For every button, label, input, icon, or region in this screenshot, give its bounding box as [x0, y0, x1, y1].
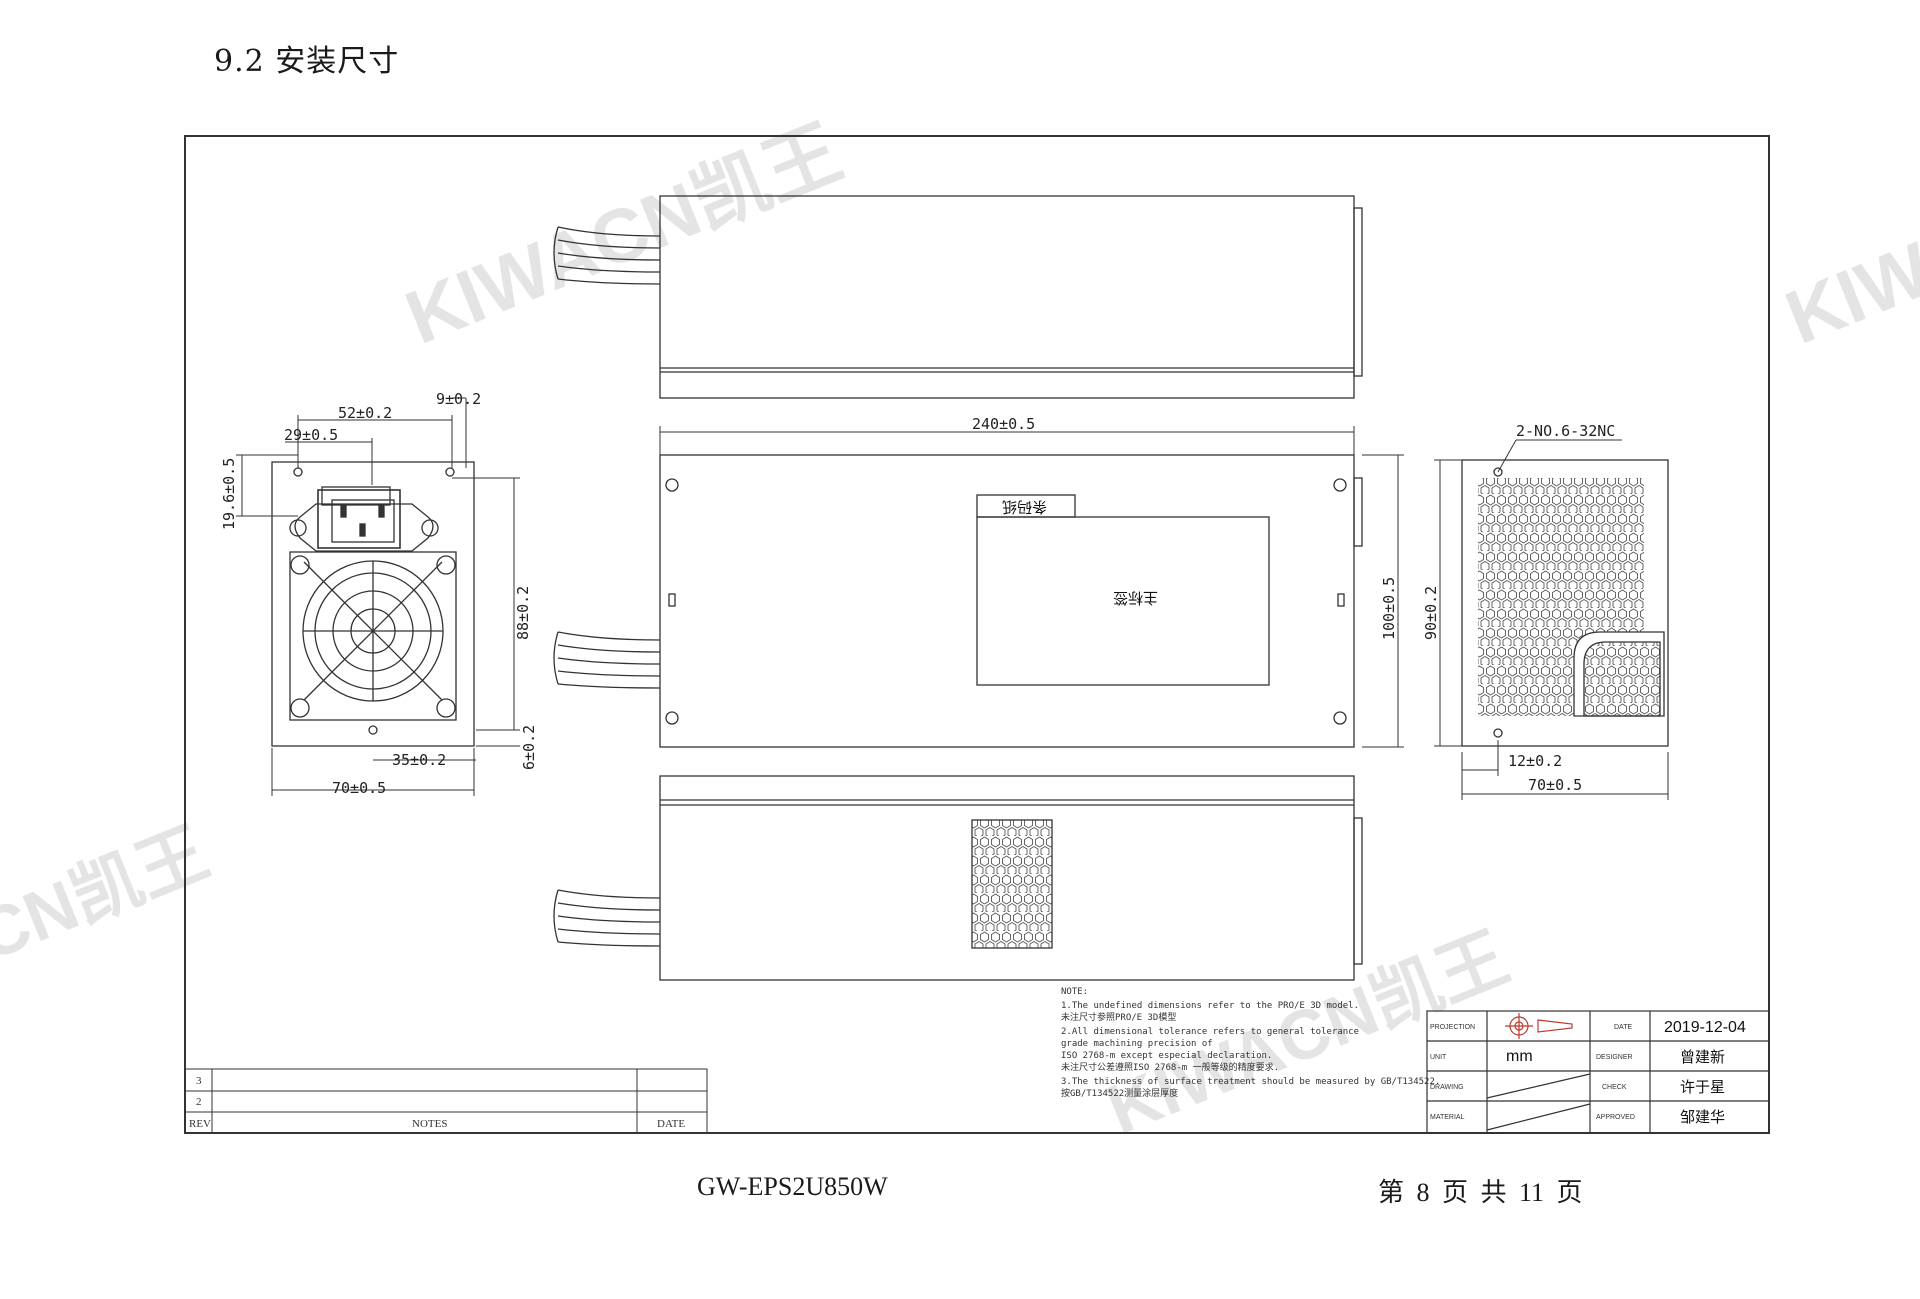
date-label: DATE — [1614, 1024, 1632, 1031]
side-dimensions — [659, 426, 1404, 748]
barcode-label: 条码纸 — [1002, 498, 1047, 516]
drawing-frame — [184, 135, 1770, 1134]
note-line: ISO 2768-m except especial declaration. — [1061, 1051, 1272, 1061]
dim-100: 100±0.5 — [1380, 577, 1398, 640]
dim-70-front: 70±0.5 — [332, 779, 386, 797]
section-heading: 9.2 安装尺寸 — [214, 44, 400, 79]
svg-text:KIWACN凯王: KIWACN凯王 — [1775, 110, 1920, 361]
main-label: 主标签 — [1113, 589, 1158, 607]
dim-screw: 2-NO.6-32NC — [1516, 422, 1615, 440]
rev-row-3: 3 — [196, 1075, 202, 1087]
front-dimensions — [236, 397, 520, 796]
footer-model: GW-EPS2U850W — [697, 1172, 888, 1201]
note-line: 未注尺寸公差遵照ISO 2768-m 一般等级的精度要求. — [1061, 1061, 1279, 1073]
drawing-label: DRAWING — [1430, 1084, 1464, 1091]
rear-dimensions — [1434, 439, 1669, 800]
dim-88: 88±0.2 — [514, 586, 532, 640]
title-block — [1426, 1010, 1770, 1134]
dim-52: 52±0.2 — [338, 404, 392, 422]
dim-9: 9±0.2 — [436, 390, 481, 408]
dim-70-rear: 70±0.5 — [1528, 776, 1582, 794]
projection-label: PROJECTION — [1430, 1024, 1475, 1031]
rear-view — [1461, 459, 1669, 747]
dim-35: 35±0.2 — [392, 751, 446, 769]
unit-value: mm — [1506, 1048, 1533, 1065]
dim-90: 90±0.2 — [1422, 586, 1440, 640]
front-view — [271, 461, 475, 747]
check-value: 许于星 — [1680, 1078, 1725, 1096]
notes-block: NOTE: 1.The undefined dimensions refer t… — [1061, 987, 1440, 1099]
rev-row-2: 2 — [196, 1096, 202, 1108]
dim-240: 240±0.5 — [972, 415, 1035, 433]
note-line: 未注尺寸参照PRO/E 3D模型 — [1061, 1011, 1176, 1023]
note-line: 1.The undefined dimensions refer to the … — [1061, 1001, 1359, 1011]
footer-page-number: 第 8 页 共 11 页 — [1378, 1178, 1583, 1207]
check-label: CHECK — [1602, 1084, 1627, 1091]
material-label: MATERIAL — [1430, 1114, 1465, 1121]
note-line: 3.The thickness of surface treatment sho… — [1061, 1077, 1440, 1087]
bottom-view — [553, 775, 1363, 981]
note-line: grade machining precision of — [1061, 1039, 1213, 1049]
dim-12: 12±0.2 — [1508, 752, 1562, 770]
designer-value: 曾建新 — [1680, 1048, 1725, 1066]
note-line: 2.All dimensional tolerance refers to ge… — [1061, 1027, 1359, 1037]
date-value: 2019-12-04 — [1664, 1019, 1746, 1036]
rev-header: REV — [189, 1118, 211, 1130]
note-line: NOTE: — [1061, 987, 1088, 997]
note-line: 按GB/T134522测量涂层厚度 — [1061, 1087, 1178, 1099]
unit-label: UNIT — [1430, 1054, 1447, 1061]
dim-29: 29±0.5 — [284, 426, 338, 444]
revision-table — [184, 1068, 708, 1134]
dim-6: 6±0.2 — [520, 725, 538, 770]
side-view — [553, 454, 1363, 748]
approved-label: APPROVED — [1596, 1114, 1635, 1121]
designer-label: DESIGNER — [1596, 1054, 1633, 1061]
dim-19-6: 19.6±0.5 — [220, 458, 238, 530]
approved-value: 邹建华 — [1680, 1108, 1725, 1126]
top-view — [553, 195, 1363, 399]
date-header: DATE — [657, 1118, 685, 1130]
notes-header: NOTES — [412, 1118, 447, 1130]
